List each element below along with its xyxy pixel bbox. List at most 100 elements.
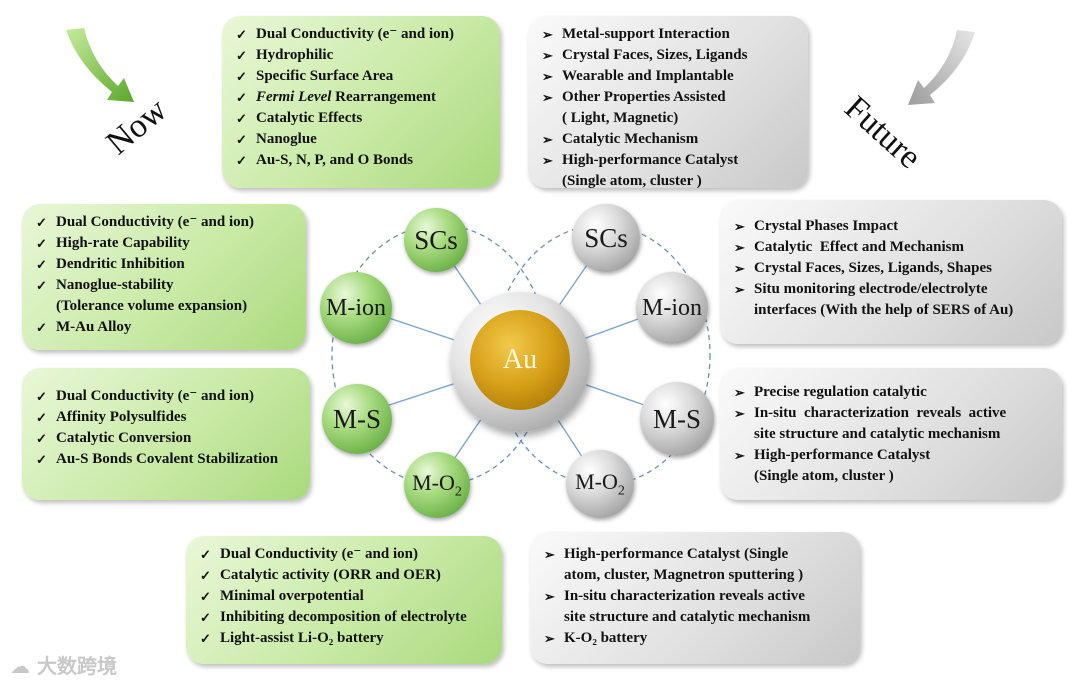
- now-mion-list: ✓Dual Conductivity (e⁻ and ion)✓High-rat…: [34, 212, 294, 338]
- now-mo2-sphere: M-O2: [404, 452, 470, 518]
- now-mion-sphere: M-ion: [320, 272, 392, 344]
- check-icon: ✓: [200, 610, 211, 625]
- now-scs-sphere: SCs: [404, 208, 468, 272]
- list-item: ➢Situ monitoring electrode/electrolyte i…: [732, 279, 1050, 321]
- list-item-text: Nanoglue-stability (Tolerance volume exp…: [56, 277, 248, 314]
- list-item-text: Specific Surface Area: [256, 68, 394, 84]
- future-arrow-icon: [908, 30, 975, 105]
- future-ms-box: ➢Precise regulation catalytic➢In-situ ch…: [720, 368, 1062, 500]
- list-item: ➢ K-O₂ battery: [542, 628, 848, 649]
- list-item: ➢ In-situ characterization reveals active…: [732, 403, 1050, 445]
- list-item: ✓ Hydrophilic: [234, 45, 488, 66]
- future-mo2-list: ➢High-performance Catalyst (Single atom,…: [542, 544, 848, 649]
- future-mo2-box: ➢High-performance Catalyst (Single atom,…: [530, 532, 860, 664]
- now-mo2-list: ✓Dual Conductivity (e⁻ and ion)✓Catalyti…: [198, 544, 490, 649]
- list-item: ✓Dendritic Inhibition: [34, 254, 294, 275]
- au-core-sphere: Au: [470, 310, 570, 410]
- check-icon: ✓: [36, 389, 47, 404]
- list-item-text: Catalytic Mechanism: [562, 131, 699, 147]
- list-item-text: Minimal overpotential: [220, 588, 364, 604]
- arrow-bullet-icon: ➢: [542, 48, 553, 63]
- now-mion-box: ✓Dual Conductivity (e⁻ and ion)✓High-rat…: [22, 204, 306, 350]
- check-icon: ✓: [36, 431, 47, 446]
- check-icon: ✓: [200, 631, 211, 646]
- list-item: ✓ Catalytic Conversion: [34, 428, 298, 449]
- list-item-text: Crystal Faces, Sizes, Ligands, Shapes: [754, 260, 992, 276]
- list-item-text: Dual Conductivity (e⁻ and ion): [56, 214, 254, 230]
- list-item: ➢Other Properties Assisted ( Light, Magn…: [540, 87, 796, 129]
- list-item: ➢High-performance Catalyst (Single atom,…: [732, 445, 1050, 487]
- check-icon: ✓: [200, 589, 211, 604]
- check-icon: ✓: [200, 547, 211, 562]
- list-item-text: Au-S, N, P, and O Bonds: [256, 152, 414, 168]
- arrow-bullet-icon: ➢: [734, 219, 745, 234]
- list-item: ✓M-Au Alloy: [34, 317, 294, 338]
- list-item-text: Dual Conductivity (e⁻ and ion): [56, 388, 254, 404]
- list-item: ➢ Wearable and Implantable: [540, 66, 796, 87]
- future-ms-list: ➢Precise regulation catalytic➢In-situ ch…: [732, 382, 1050, 487]
- future-scs-label: SCs: [584, 222, 628, 253]
- now-mo2-box: ✓Dual Conductivity (e⁻ and ion)✓Catalyti…: [186, 536, 502, 664]
- future-mion-label: M-ion: [642, 294, 702, 321]
- now-arrow-icon: [66, 28, 134, 102]
- future-mo2-sphere: M-O2: [566, 450, 634, 518]
- future-mion-list: ➢ Crystal Phases Impact ➢Catalytic Effect …: [732, 216, 1050, 321]
- check-icon: ✓: [236, 132, 247, 147]
- arrow-bullet-icon: ➢: [542, 90, 553, 105]
- list-item-text: Crystal Phases Impact: [754, 218, 899, 234]
- list-item: ✓ Dual Conductivity (e⁻ and ion): [34, 386, 298, 407]
- list-item-text: Situ monitoring electrode/electrolyte in…: [754, 281, 1014, 318]
- future-ms-sphere: M-S: [640, 382, 714, 456]
- check-icon: ✓: [236, 27, 247, 42]
- arrow-bullet-icon: ➢: [542, 69, 553, 84]
- check-icon: ✓: [236, 48, 247, 63]
- check-icon: ✓: [236, 153, 247, 168]
- check-icon: ✓: [36, 320, 47, 335]
- future-mion-box: ➢ Crystal Phases Impact ➢Catalytic Effect …: [720, 200, 1062, 344]
- check-icon: ✓: [36, 278, 47, 293]
- list-item-text: Au-S Bonds Covalent Stabilization: [56, 451, 279, 467]
- future-top-box: ➢Metal-support Interaction➢Crystal Faces…: [528, 16, 808, 189]
- list-item: ✓ Specific Surface Area: [234, 66, 488, 87]
- list-item-text: K-O₂ battery: [564, 630, 648, 646]
- list-item-text: Catalytic Effects: [256, 110, 363, 126]
- list-item-text: Affinity Polysulfides: [56, 409, 187, 425]
- list-item: ✓ Au-S Bonds Covalent Stabilization: [34, 449, 298, 470]
- check-icon: ✓: [36, 410, 47, 425]
- list-item: ➢ High-performance Catalyst (Single atom,…: [540, 150, 796, 192]
- future-mo2-label: M-O2: [575, 468, 625, 499]
- check-icon: ✓: [236, 90, 247, 105]
- list-item-text: High-performance Catalyst (Single atom, …: [562, 152, 739, 189]
- list-item-text: Crystal Faces, Sizes, Ligands: [562, 47, 748, 63]
- list-item-text: In-situ characterization reveals active …: [754, 405, 1007, 442]
- now-mo2-label: M-O2: [412, 469, 462, 500]
- list-item-text: Hydrophilic: [256, 47, 334, 63]
- arrow-bullet-icon: ➢: [542, 132, 553, 147]
- list-item: ➢ Crystal Phases Impact: [732, 216, 1050, 237]
- arrow-bullet-icon: ➢: [544, 631, 555, 646]
- now-ms-label: M-S: [332, 403, 381, 434]
- check-icon: ✓: [36, 257, 47, 272]
- list-item-text: Dual Conductivity (e⁻ and ion): [220, 546, 418, 562]
- list-item: ✓Catalytic Effects: [234, 108, 488, 129]
- list-item-text: In-situ characterization reveals active …: [564, 588, 811, 625]
- list-item: ➢Catalytic Effect and Mechanism: [732, 237, 1050, 258]
- check-icon: ✓: [200, 568, 211, 583]
- arrow-bullet-icon: ➢: [544, 589, 555, 604]
- list-item: ✓Dual Conductivity (e⁻ and ion): [34, 212, 294, 233]
- list-item: ➢High-performance Catalyst (Single atom,…: [542, 544, 848, 586]
- list-item-text: Catalytic Conversion: [56, 430, 192, 446]
- list-item-text: Wearable and Implantable: [562, 68, 734, 84]
- check-icon: ✓: [36, 452, 47, 467]
- arrow-bullet-icon: ➢: [734, 406, 745, 421]
- au-label: Au: [502, 344, 538, 375]
- watermark-text: ☁ 大数跨境: [10, 654, 117, 678]
- arrow-bullet-icon: ➢: [542, 153, 553, 168]
- arrow-bullet-icon: ➢: [734, 261, 745, 276]
- now-ms-list: ✓ Dual Conductivity (e⁻ and ion) ✓ Affinity…: [34, 386, 298, 470]
- list-item-text: Fermi Level Rearrangement: [256, 89, 436, 105]
- check-icon: ✓: [236, 69, 247, 84]
- list-item: ✓Dual Conductivity (e⁻ and ion): [234, 24, 488, 45]
- arrow-bullet-icon: ➢: [734, 385, 745, 400]
- future-mion-sphere: M-ion: [636, 272, 708, 344]
